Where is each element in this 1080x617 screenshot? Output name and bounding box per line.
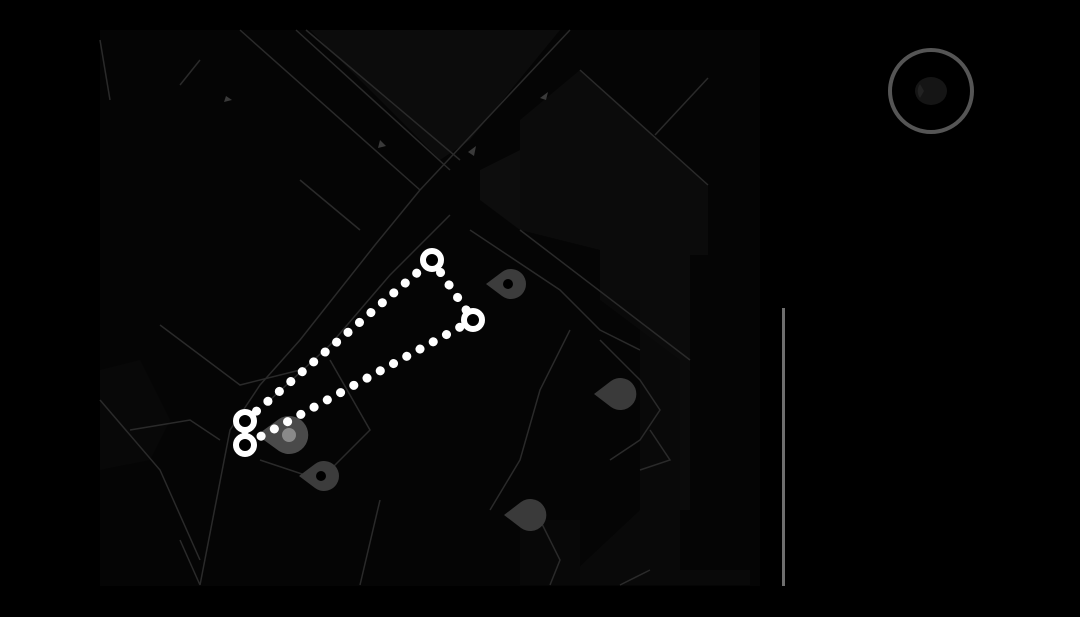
- pin-dot: [316, 471, 326, 481]
- road: [359, 499, 381, 586]
- road: [295, 29, 451, 171]
- route-segment: [240, 315, 478, 450]
- road: [519, 229, 691, 361]
- compass-button[interactable]: [888, 48, 974, 134]
- waypoint[interactable]: [233, 409, 257, 433]
- waypoint[interactable]: [420, 248, 444, 272]
- poi-marker[interactable]: [299, 461, 339, 491]
- road: [239, 29, 421, 191]
- road: [579, 69, 709, 186]
- arrow-icon: [540, 92, 548, 100]
- map-block: [560, 300, 750, 585]
- poi-markers[interactable]: [257, 269, 637, 531]
- road: [619, 569, 651, 586]
- waypoint[interactable]: [461, 308, 485, 332]
- poi-marker[interactable]: [594, 378, 637, 410]
- scale-bar: [782, 308, 785, 586]
- road: [179, 59, 201, 86]
- road: [99, 39, 111, 101]
- road: [199, 189, 421, 586]
- compass-icon: [915, 77, 947, 105]
- road: [159, 324, 301, 386]
- map-block: [100, 360, 170, 470]
- poi-marker[interactable]: [486, 269, 526, 299]
- arrow-icon: [224, 96, 232, 102]
- pin-dot: [503, 279, 513, 289]
- arrow-icon: [468, 146, 476, 156]
- route-segment: [240, 255, 437, 426]
- map-blocks: [100, 30, 750, 585]
- road: [259, 359, 371, 481]
- road: [99, 399, 201, 561]
- map-block: [480, 150, 520, 230]
- road: [639, 429, 672, 471]
- arrow-icon: [378, 140, 386, 148]
- waypoint[interactable]: [233, 433, 257, 457]
- poi-marker[interactable]: [504, 499, 547, 531]
- road: [129, 419, 221, 441]
- road: [654, 77, 709, 136]
- map-block: [310, 30, 560, 160]
- road: [305, 29, 461, 161]
- road: [539, 519, 561, 586]
- road: [299, 179, 361, 231]
- road-arrows: [224, 92, 548, 156]
- road: [599, 339, 661, 461]
- route-waypoints[interactable]: [233, 248, 485, 457]
- road: [489, 329, 571, 511]
- pin-icon: [594, 378, 637, 410]
- road: [419, 29, 571, 191]
- poi-marker-active[interactable]: [257, 416, 309, 454]
- pin-dot: [282, 428, 296, 442]
- road: [469, 229, 641, 351]
- map-roads: [99, 29, 709, 586]
- road: [179, 539, 201, 586]
- map-block: [520, 520, 580, 585]
- route-segment: [427, 255, 478, 325]
- pin-icon: [504, 499, 547, 531]
